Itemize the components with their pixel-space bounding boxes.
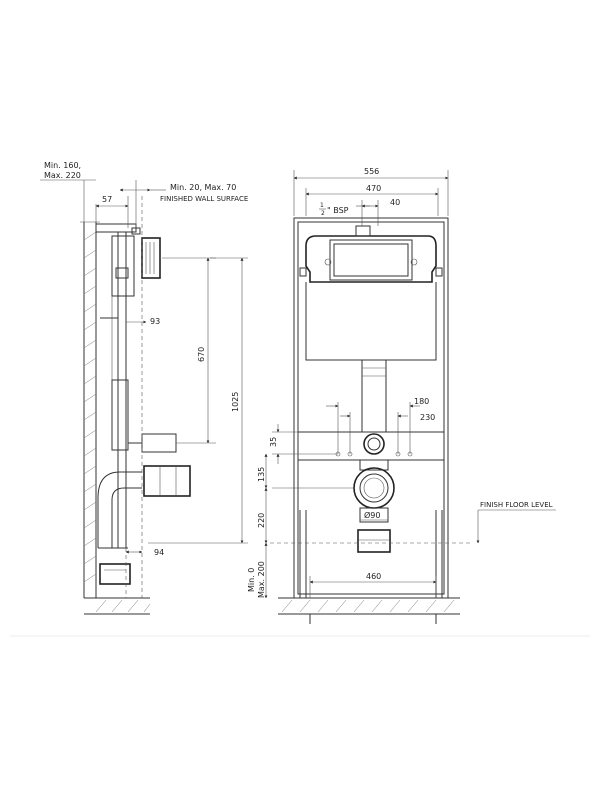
wall-depth-max: Max. 220 <box>44 171 81 180</box>
bsp-label: " BSP <box>327 206 349 215</box>
finish-floor-level-callout: FINISH FLOOR LEVEL <box>476 501 556 544</box>
bsp-fraction-den: 2 <box>321 210 325 217</box>
dim-1025-label: 1025 <box>231 392 240 412</box>
dim-460: 460 <box>309 572 437 598</box>
dim-93-label: 93 <box>150 317 160 326</box>
dim-bsp: 1 2 " BSP 40 <box>319 198 400 226</box>
front-frame <box>293 217 449 599</box>
dim-470: 470 <box>305 184 439 216</box>
finished-wall-surface-label: FINISHED WALL SURFACE <box>160 195 248 203</box>
dim-35-label: 35 <box>269 437 278 447</box>
flush-plate <box>141 237 161 279</box>
dim-93: 93 <box>126 317 160 326</box>
dim-diameter-90: Ø90 <box>360 510 388 521</box>
finish-floor-level-label: FINISH FLOOR LEVEL <box>480 501 553 509</box>
dim-180-label: 180 <box>414 397 429 406</box>
dim-90-label: Ø90 <box>364 510 380 520</box>
front-view: 556 470 1 2 " BSP 40 <box>247 167 556 624</box>
dim-556: 556 <box>293 167 449 216</box>
dim-94-label: 94 <box>154 548 164 557</box>
dim-left-verticals: 35 135 220 Min. 0 Max. 200 <box>247 424 354 599</box>
cistern <box>299 225 443 361</box>
crossbar <box>297 431 445 461</box>
dim-135-label: 135 <box>257 467 266 482</box>
dim-670: 670 <box>162 257 216 444</box>
dim-670-label: 670 <box>197 347 206 362</box>
floor-range-max: Max. 200 <box>257 561 266 598</box>
dim-40-label: 40 <box>390 198 400 207</box>
dim-94: 94 <box>125 548 164 557</box>
dim-wall-finish: Min. 20, Max. 70 FINISHED WALL SURFACE <box>119 180 248 228</box>
dim-460-label: 460 <box>366 572 381 581</box>
drain-bend <box>97 465 191 549</box>
side-frame <box>95 223 141 548</box>
side-view: Min. 160, Max. 220 57 Min. 20, Max. 70 F… <box>40 161 248 615</box>
dim-wall-depth: Min. 160, Max. 220 <box>40 161 96 222</box>
dim-57-label: 57 <box>102 195 112 204</box>
dim-1025: 1025 <box>148 257 248 544</box>
dim-470-label: 470 <box>366 184 381 193</box>
wall <box>80 221 150 615</box>
wall-depth-min: Min. 160, <box>44 161 81 170</box>
drain-outlet <box>353 459 395 553</box>
dim-556-label: 556 <box>364 167 379 176</box>
flush-pipe <box>361 360 387 432</box>
dim-57: 57 <box>95 195 129 228</box>
floor-range-min: Min. 0 <box>247 568 256 592</box>
wall-finish-range: Min. 20, Max. 70 <box>170 183 236 192</box>
water-inlet-stub <box>128 433 177 453</box>
bsp-fraction-num: 1 <box>320 202 324 209</box>
dim-230-label: 230 <box>420 413 435 422</box>
front-floor <box>270 542 470 624</box>
dim-180-230: 180 230 <box>326 397 435 454</box>
wall-hatching <box>83 231 151 613</box>
dim-220-label: 220 <box>257 513 266 528</box>
frame-feet <box>299 510 443 598</box>
floor-block <box>99 563 131 585</box>
